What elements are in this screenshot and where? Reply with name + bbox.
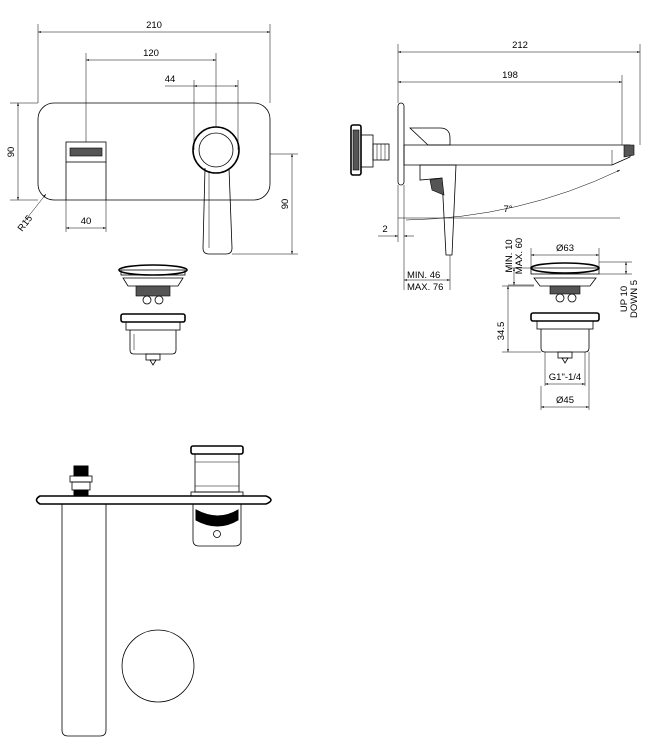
dim-plate-gap: 2 — [382, 224, 387, 235]
dim-travel-up: UP 10 — [619, 286, 630, 312]
dim-min-depth: MIN. 46 — [407, 270, 440, 281]
spout-body — [61, 504, 107, 737]
valve-cartridge — [190, 445, 244, 497]
front-view: 210 120 44 90 R15 40 90 — [6, 20, 298, 255]
dim-travel-down: DOWN 5 — [629, 280, 640, 318]
dim-drain-max-height: MAX. 60 — [514, 238, 525, 274]
top-view — [35, 445, 272, 737]
dim-spout-reach: 198 — [502, 70, 518, 81]
dim-max-depth: MAX. 76 — [407, 282, 443, 293]
water-connector — [69, 465, 93, 497]
drain-front-small — [118, 264, 188, 366]
drain-detail: MIN. 10 MAX. 60 Ø63 UP 10 DOWN 5 34.5 G1… — [496, 238, 640, 410]
dim-corner-radius: R15 — [16, 213, 35, 234]
dim-plate-height: 90 — [6, 147, 17, 158]
dim-spout-angle: 7° — [503, 204, 512, 215]
dim-body-height: 34.5 — [496, 322, 507, 341]
handle-body — [192, 504, 242, 547]
round-cap — [121, 629, 195, 703]
dim-drain-min-height: MIN. 10 — [504, 239, 515, 272]
dim-spout-offset: 120 — [143, 48, 159, 59]
dim-overall-length: 212 — [512, 40, 528, 51]
side-view: 212 198 7° 2 MIN. 46 MAX. 76 — [350, 40, 641, 293]
dim-cap-diameter: Ø63 — [556, 243, 574, 254]
handle — [192, 126, 240, 255]
wall-plate — [37, 102, 271, 201]
dim-handle-length: 90 — [280, 199, 291, 210]
dim-thread: G1"-1/4 — [549, 372, 581, 383]
spout-outlet — [65, 141, 107, 200]
dim-spout-width: 40 — [81, 216, 92, 227]
dim-body-diameter: Ø45 — [556, 395, 574, 406]
dim-handle-width: 44 — [165, 74, 176, 85]
top-plate — [35, 495, 272, 505]
dim-plate-width: 210 — [146, 20, 162, 31]
